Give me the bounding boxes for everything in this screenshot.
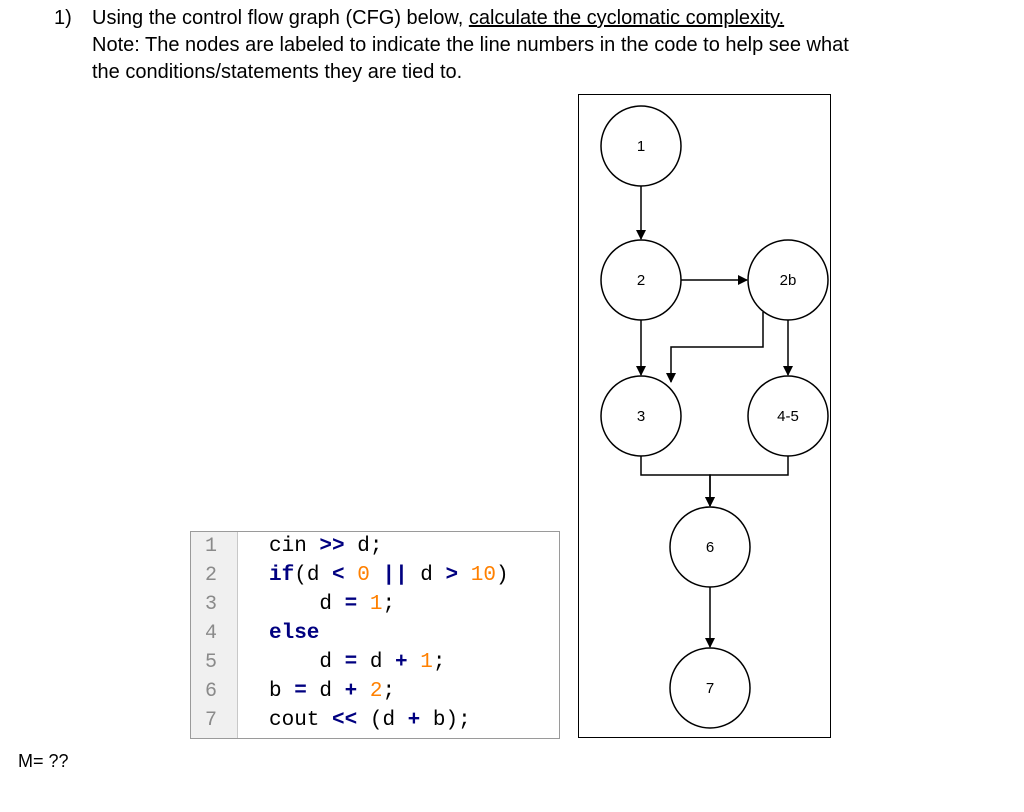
node-label: 7 xyxy=(706,680,714,697)
node-circle xyxy=(600,239,682,321)
cfg-node-1: 1 xyxy=(600,105,682,187)
question-number: 1) xyxy=(54,7,72,29)
line-number: 4 xyxy=(204,622,217,645)
node-label: 2b xyxy=(780,272,797,289)
code-line: cout << (d + b); xyxy=(269,709,471,732)
question-prefix: Using the control flow graph (CFG) below… xyxy=(92,7,469,29)
code-listing: 1 2 3 4 5 6 7 cin >> d; if(d < 0 || d > 1… xyxy=(190,531,560,739)
edge-4-5-to-6 xyxy=(705,456,789,507)
code-line: d = d + 1; xyxy=(269,651,446,674)
node-circle xyxy=(669,506,751,588)
code-line: b = d + 2; xyxy=(269,680,396,703)
code-line: d = 1; xyxy=(269,593,396,616)
cfg-node-7: 7 xyxy=(669,647,751,729)
answer-line: M= ?? xyxy=(18,751,69,771)
cfg-diagram: 1 2 2b 3 4-5 6 7 xyxy=(600,105,829,729)
cfg-node-3: 3 xyxy=(600,375,682,457)
line-number: 3 xyxy=(204,593,217,616)
line-number-gutter: 1 2 3 4 5 6 7 xyxy=(191,532,238,738)
code-line: if(d < 0 || d > 10) xyxy=(269,564,509,587)
node-circle xyxy=(747,239,829,321)
question-note-line-2: the conditions/statements they are tied … xyxy=(92,61,463,83)
node-label: 6 xyxy=(706,539,714,556)
node-label: 4-5 xyxy=(777,408,799,425)
line-number: 6 xyxy=(204,680,217,703)
node-circle xyxy=(669,647,751,729)
code-line: cin >> d; xyxy=(269,535,383,558)
node-label: 2 xyxy=(637,272,645,289)
control-flow-graph: 1 2 2b 3 4-5 6 7 xyxy=(578,94,831,738)
cfg-node-4-5: 4-5 xyxy=(747,375,829,457)
question-emphasis: calculate the cyclomatic complexity. xyxy=(468,7,785,29)
cfg-node-6: 6 xyxy=(669,506,751,588)
node-circle xyxy=(600,375,682,457)
code-line: else xyxy=(269,622,320,645)
edge-2b-to-3 xyxy=(666,312,764,383)
line-number: 7 xyxy=(204,709,217,732)
question-note-line-1: Note: The nodes are labeled to indicate … xyxy=(92,34,849,56)
line-number: 1 xyxy=(204,535,217,558)
node-label: 3 xyxy=(637,408,645,425)
node-circle xyxy=(600,105,682,187)
line-number: 2 xyxy=(204,564,217,587)
cfg-node-2b: 2b xyxy=(747,239,829,321)
node-label: 1 xyxy=(637,138,645,155)
line-number: 5 xyxy=(204,651,217,674)
edge-3-to-6 xyxy=(640,456,715,507)
question-text: Using the control flow graph (CFG) below… xyxy=(92,5,784,32)
cfg-node-2: 2 xyxy=(600,239,682,321)
node-circle xyxy=(747,375,829,457)
